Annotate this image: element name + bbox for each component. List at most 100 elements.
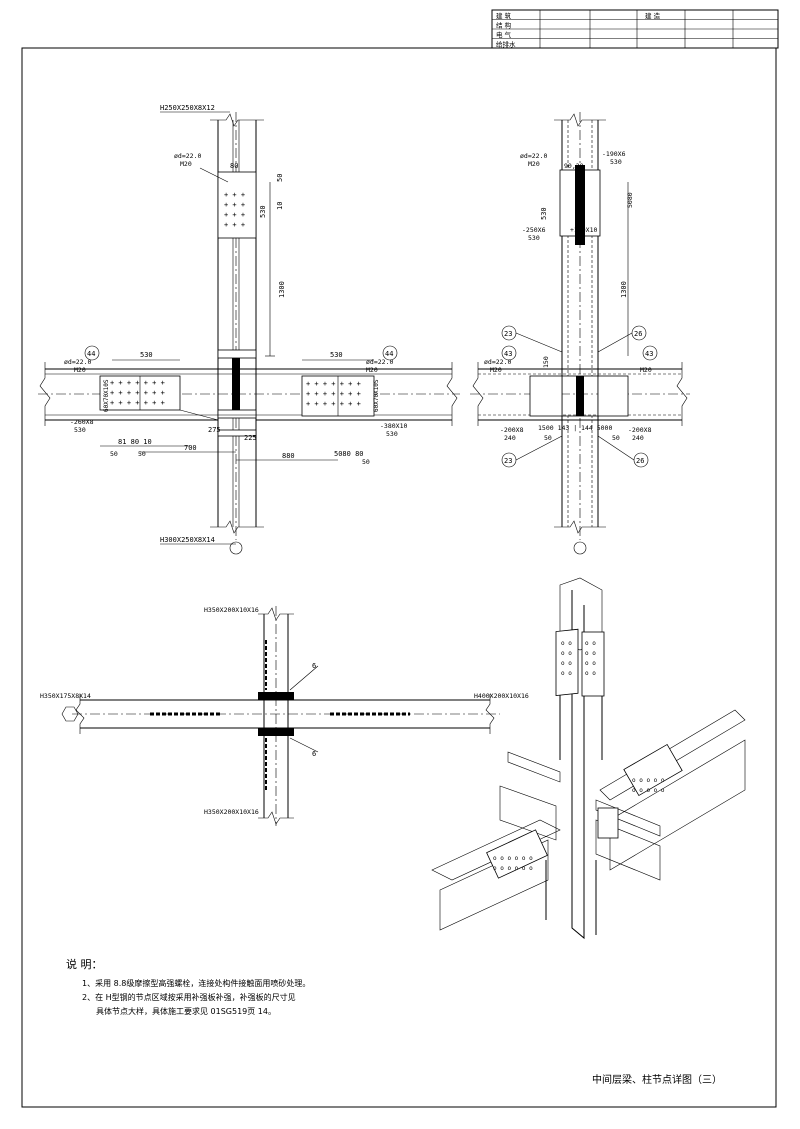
svg-text:o o: o o: [561, 650, 572, 657]
dim-150-e2: 150: [542, 356, 550, 368]
stamp-cell-r1c1: 建 筑: [496, 11, 512, 20]
dim-90-20-e2: 90,20: [564, 162, 584, 170]
dim-50b-e1: 50: [110, 450, 118, 458]
beam-left-label-plan: H350X175X8X14: [40, 692, 91, 700]
dims-left-vert-e1: 60X70X10S: [103, 379, 110, 412]
stamp-cell-r2c1: 结 构: [496, 21, 512, 30]
col-bot-label-plan: H350X200X10X16: [204, 808, 259, 816]
svg-text:o o o o o o: o o o o o o: [493, 865, 533, 872]
notes-heading: 说 明：: [66, 957, 103, 971]
dim-50-e1: 50: [276, 174, 284, 182]
stamp-cell-r1c4: 建 造: [645, 11, 661, 20]
plate-top-w-e2: 530: [610, 158, 622, 166]
svg-text:o o: o o: [585, 660, 596, 667]
dim-530-right-e1: 530: [330, 351, 343, 359]
callout-right-e1: 44: [385, 350, 393, 358]
beam-right-label-plan: H400X200X10X16: [474, 692, 529, 700]
stamp-table: 建 筑 建 造 结 构 电 气 给排水: [491, 9, 779, 49]
callout-43-left: 43: [504, 350, 512, 358]
col-top-label-e1: H250X250X8X12: [160, 104, 215, 112]
dim-700-e1: 700: [184, 444, 197, 452]
svg-text:o o: o o: [585, 650, 596, 657]
bolt-left-e2: M20: [490, 366, 502, 374]
callout-23-top: 23: [504, 330, 512, 338]
col-bot-label-e1: H300X250X8X14: [160, 536, 215, 544]
dims-bot-e2: 1500 143 | 144 5000: [538, 424, 612, 432]
svg-text:o o o o o: o o o o o: [632, 777, 665, 784]
dim-10-e1: 10: [276, 202, 284, 210]
svg-text:o o: o o: [585, 670, 596, 677]
callout-43-left-circle: [501, 345, 517, 361]
bolt-d-e2: ød=22.0: [520, 152, 547, 160]
svg-text:+ + + + + + +: + + + + + + +: [110, 379, 165, 387]
svg-text:+ + + + + + +: + + + + + + +: [306, 400, 361, 408]
notes-line2: 2、在 H型钢的节点区域按采用补强板补强，补强板的尺寸见: [82, 992, 296, 1002]
weld-a-plan: 6: [312, 662, 316, 670]
dim-50c-e1: 50: [138, 450, 146, 458]
plate-mid-left-e2: -250X6: [522, 226, 546, 234]
callout-43-right-circle: [642, 345, 658, 361]
isometric-view: o o o o o o o o o o o o o o o o o o o o …: [431, 577, 746, 940]
plate-top-e2: -190X6: [602, 150, 626, 158]
bolt-e2: M20: [528, 160, 540, 168]
callout-26-bot: 26: [636, 457, 644, 465]
plan-view: H350X200X10X16 H350X200X10X16 H350X175X8…: [40, 606, 529, 826]
plate-bot-left-w-e2: 240: [504, 434, 516, 442]
plate-bot-right-w-e2: 240: [632, 434, 644, 442]
axis-marker: [229, 541, 243, 555]
dim-880-e1: 880: [282, 452, 295, 460]
plate-mid-w-e2: 530: [528, 234, 540, 242]
svg-text:o o o o o o: o o o o o o: [493, 855, 533, 862]
dim-225-e1: 225: [244, 434, 257, 442]
weld-b-plan: 6: [312, 750, 316, 758]
bolt-left-e1: M20: [74, 366, 86, 374]
callout-left-e1: 44: [87, 350, 95, 358]
bolt-left-d-e2: ød=22.0: [484, 358, 511, 366]
svg-text:o o: o o: [585, 640, 596, 647]
dim-50-80-e2: 5080: [626, 192, 634, 208]
svg-text:+ + + + + + +: + + + + + + +: [110, 399, 165, 407]
plate-bot-left-e2: -200X8: [500, 426, 524, 434]
dim-1300-e2: 1300: [620, 281, 628, 298]
stamp-cell-r4c1: 给排水: [496, 40, 516, 49]
dim-530-e2: 530: [540, 207, 548, 220]
bolt-top-d-e1: ød=22.0: [174, 152, 201, 160]
svg-text:o o o o o: o o o o o: [632, 787, 665, 794]
sheet-border: [21, 47, 777, 1108]
drawing-title: 中间层梁、柱节点详图（三）: [592, 1073, 722, 1086]
svg-text:+ + +: + + +: [224, 201, 245, 209]
dim-50d-e1: 50: [362, 458, 370, 466]
bolt-right-e1: M20: [366, 366, 378, 374]
svg-text:o o: o o: [561, 640, 572, 647]
svg-text:+ + +: + + +: [224, 191, 245, 199]
bolt-left-d-e1: ød=22.0: [64, 358, 91, 366]
dim-1300-e1: 1300: [278, 281, 286, 298]
callout-right-circle-e1: [382, 345, 398, 361]
col-top-label-plan: H350X200X10X16: [204, 606, 259, 614]
plate-right-e1: -380X10: [380, 422, 407, 430]
dims-right-vert-e1: 60X70X10S: [373, 379, 380, 412]
notes: 说 明： 1、采用 8.8级摩擦型高强螺栓，连接处构件接触面用喷砂处理。 2、在…: [66, 957, 310, 1016]
dims-right-bottom-e1: 5080 80: [334, 450, 364, 458]
callout-left-circle-e1: [84, 345, 100, 361]
dim-50-e2: 50: [544, 434, 552, 442]
dim-530-left-e1: 530: [140, 351, 153, 359]
bolt-top-e1: M20: [180, 160, 192, 168]
plate-bot-right-e2: -200X8: [628, 426, 652, 434]
notes-line1: 1、采用 8.8级摩擦型高强螺栓，连接处构件接触面用喷砂处理。: [82, 978, 310, 988]
dim-275-e1: 275: [208, 426, 221, 434]
bolt-right-e2: M20: [640, 366, 652, 374]
elevation-2: 1300 530 90,20 5080 150 ød=22.0 M20 -190…: [470, 112, 690, 555]
svg-text:+ + + + + + +: + + + + + + +: [306, 390, 361, 398]
dim-530-col-e1: 530: [259, 205, 267, 218]
dim-50b-e2: 50: [612, 434, 620, 442]
stamp-cell-r3c1: 电 气: [496, 30, 512, 39]
svg-text:+ + + + + + +: + + + + + + +: [110, 389, 165, 397]
svg-text:+ + + + + + +: + + + + + + +: [306, 380, 361, 388]
plate-left-e1: -260X8: [70, 418, 94, 426]
callout-26-top: 26: [634, 330, 642, 338]
svg-text:o o: o o: [561, 660, 572, 667]
svg-text:+ + +: + + +: [224, 221, 245, 229]
dims-left-bottom-e1: 81 80 10: [118, 438, 152, 446]
